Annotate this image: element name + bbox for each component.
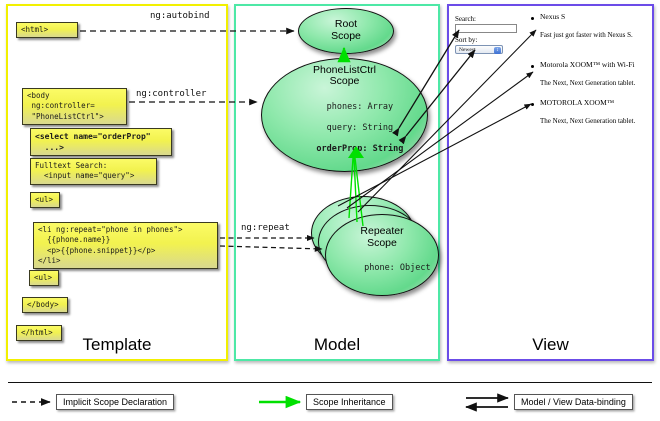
column-title-template: Template [82, 335, 152, 354]
phone-snippet: The Next, Next Generation tablet. [540, 79, 636, 87]
legend-label-databinding: Model / View Data-binding [514, 394, 633, 410]
edge-label-controller: ng:controller [136, 89, 207, 99]
phone-snippet: The Next, Next Generation tablet. [540, 117, 636, 125]
code-box-select: <select name="orderProp" ...> [30, 128, 172, 157]
code-box-ul-close: <ul> [29, 270, 59, 287]
phone-name: Motorola XOOM™ with Wi-Fi [540, 60, 635, 69]
list-bullet [531, 17, 534, 20]
edge-label-repeat: ng:repeat [241, 223, 290, 233]
code-box-html-open: <html> [16, 22, 78, 39]
code-box-li-repeat: <li ng:repeat="phone in phones"> {{phone… [33, 222, 218, 270]
scope-prop-orderprop: orderProp: String [316, 144, 404, 155]
scope-repeater-title-line2: Scope [367, 236, 397, 249]
search-input[interactable] [455, 24, 517, 33]
scope-repeater: Repeater Scope phone: Object [325, 214, 439, 296]
sort-by-select[interactable]: Newest ↕ [455, 45, 503, 54]
list-bullet [531, 103, 534, 106]
sort-by-selected-value: Newest [459, 47, 476, 53]
code-box-fulltext-search: Fulltext Search: <input name="query"> [30, 158, 157, 185]
column-title-view: View [532, 335, 569, 354]
legend-label-inheritance: Scope Inheritance [306, 394, 393, 410]
scope-repeater-title-line1: Repeater [360, 224, 404, 237]
scope-prop-query: query: String [326, 122, 394, 133]
legend-divider [8, 382, 652, 383]
column-view: View [447, 4, 654, 361]
column-title-model: Model [313, 335, 361, 354]
scope-root-title-line1: Root [334, 18, 358, 31]
legend-label-implicit: Implicit Scope Declaration [56, 394, 175, 410]
chevron-down-icon: ↕ [494, 47, 501, 54]
scope-phonelist-title-line2: Scope [329, 75, 360, 88]
code-box-body-open: <body ng:controller= "PhoneListCtrl"> [22, 88, 127, 126]
view-search-label: Search: [455, 15, 476, 23]
code-box-html-close: </html> [16, 325, 62, 342]
phone-snippet: Fast just got faster with Nexus S. [540, 31, 633, 39]
legend: Implicit Scope Declaration Scope Inherit… [8, 389, 652, 417]
code-box-body-close: </body> [22, 297, 68, 314]
list-bullet [531, 65, 534, 68]
code-box-ul-open: <ul> [30, 192, 60, 209]
scope-phonelist-title-line1: PhoneListCtrl [312, 63, 377, 76]
scope-prop-phone: phone: Object [364, 262, 431, 273]
scope-root-title-line2: Scope [331, 30, 361, 42]
scope-root: Root Scope [298, 8, 394, 54]
phone-name: MOTOROLA XOOM™ [540, 98, 615, 107]
edge-label-autobind: ng:autobind [150, 11, 210, 21]
phone-name: Nexus S [540, 12, 566, 21]
scope-phonelistctrl: PhoneListCtrl Scope phones: Array query:… [261, 58, 428, 172]
view-sort-label: Sort by: [455, 36, 478, 44]
scope-prop-phones: phones: Array [326, 101, 394, 112]
